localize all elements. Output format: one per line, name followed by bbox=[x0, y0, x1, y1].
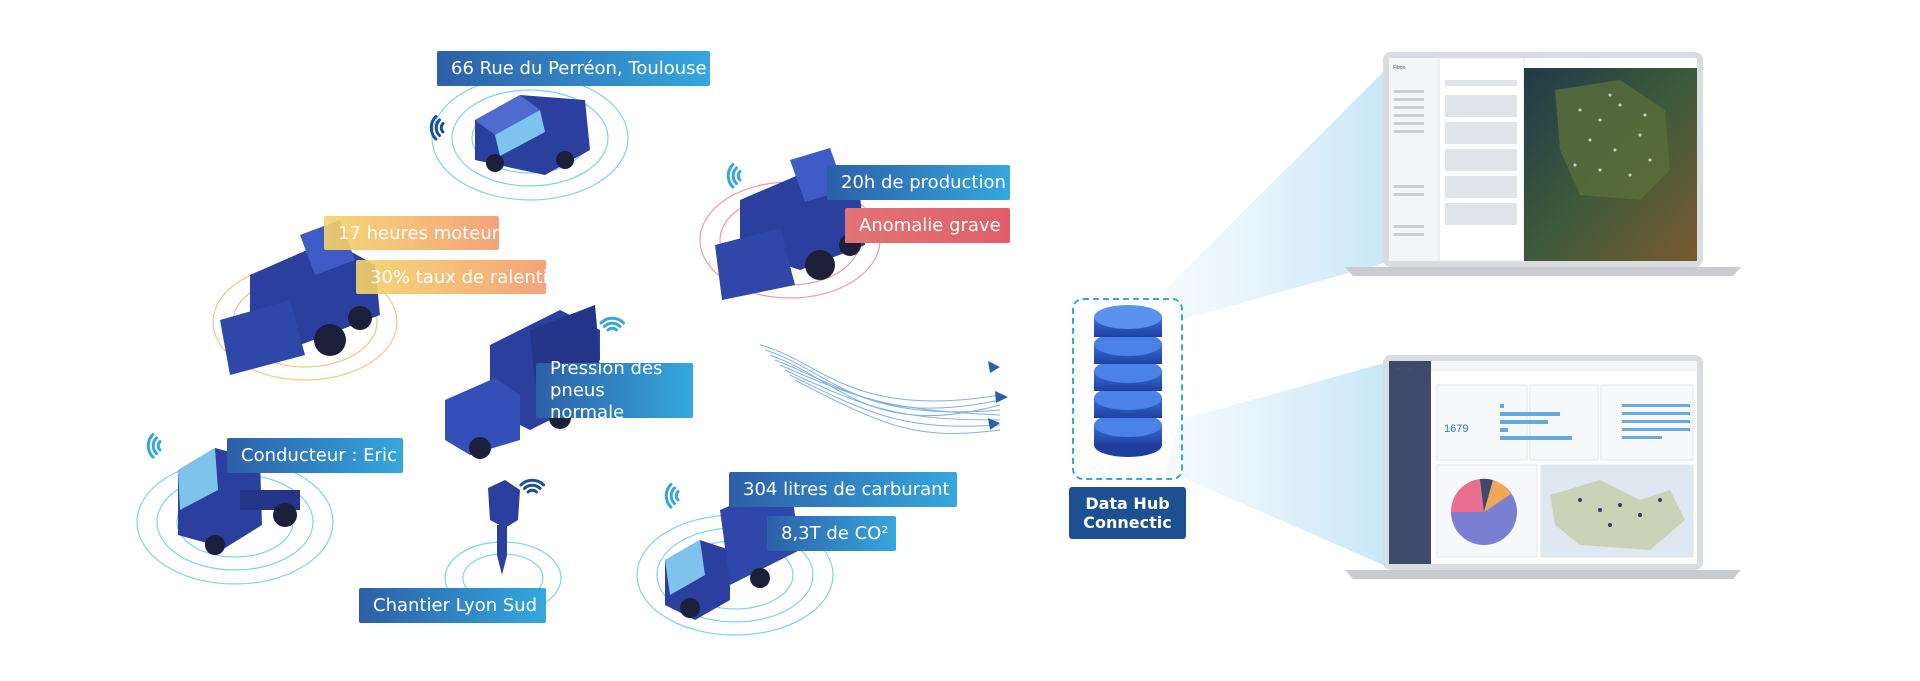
label-engine-hours: 17 heures moteur bbox=[324, 216, 499, 250]
flow-arrows bbox=[988, 361, 1008, 430]
laptop-map-app-name: Fiboo bbox=[1393, 65, 1406, 71]
label-idle-rate: 30% taux de ralenti bbox=[356, 260, 548, 294]
beam-bottom bbox=[1165, 360, 1395, 570]
hub-frame bbox=[1072, 298, 1183, 480]
dashboard-kpi-value: 1679 bbox=[1444, 423, 1468, 435]
hub-label-line2: Connectic bbox=[1083, 513, 1172, 532]
data-flow-lines bbox=[759, 344, 1001, 434]
hub-label-line1: Data Hub bbox=[1085, 494, 1170, 513]
label-anomaly: Anomalie grave bbox=[845, 208, 1010, 243]
van-icon bbox=[475, 95, 590, 175]
wifi-icons bbox=[146, 114, 742, 509]
database-icon bbox=[1094, 305, 1162, 457]
laptop-map: Fiboo bbox=[1345, 52, 1741, 276]
beam-top bbox=[1165, 60, 1395, 320]
label-tire-pressure: Pression des pneus normale bbox=[536, 358, 693, 423]
jackhammer-icon bbox=[488, 480, 520, 575]
hub-label: Data Hub Connectic bbox=[1069, 487, 1186, 539]
tractor-truck-icon bbox=[178, 448, 300, 555]
dashboard-pie bbox=[1450, 478, 1517, 545]
label-address: 66 Rue du Perréon, Toulouse bbox=[437, 51, 710, 86]
label-driver: Conducteur : Eric bbox=[227, 438, 403, 473]
laptop-dashboard-app-name: wendus bbox=[1395, 366, 1413, 372]
label-co2: 8,3T de CO² bbox=[767, 516, 896, 551]
label-site: Chantier Lyon Sud bbox=[359, 588, 546, 623]
laptop-dashboard: 1679 wendus bbox=[1345, 355, 1741, 579]
label-fuel: 304 litres de carburant bbox=[729, 472, 957, 507]
label-production: 20h de production bbox=[827, 165, 1010, 200]
